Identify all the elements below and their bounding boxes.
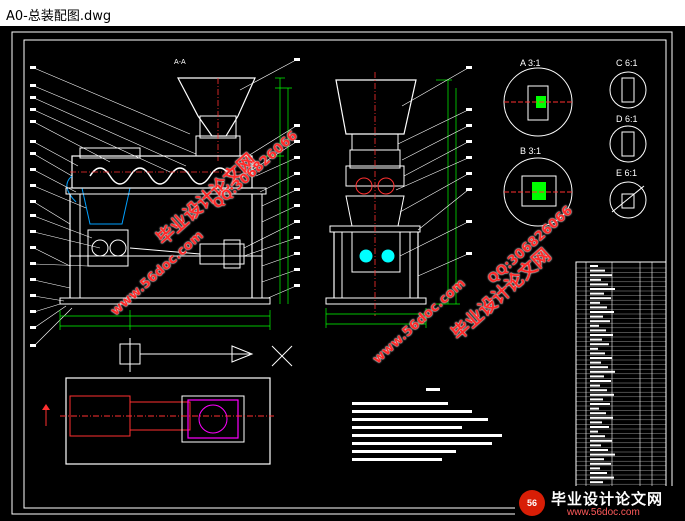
- table-row-text: [590, 315, 603, 318]
- window-title: A0-总装配图.dwg: [6, 9, 112, 24]
- table-row-text: [590, 476, 614, 479]
- table-row-text: [590, 435, 605, 438]
- detail-a-label: A 3:1: [520, 58, 541, 68]
- table-row-text: [590, 393, 614, 396]
- table-row-text: [590, 283, 608, 286]
- table-row-text: [590, 338, 602, 341]
- front-view[interactable]: [30, 58, 300, 347]
- table-row-text: [590, 347, 598, 350]
- parts-list: [575, 261, 667, 505]
- brand-url: www.56doc.com: [567, 507, 640, 518]
- technical-notes: [352, 388, 502, 461]
- section-marker: A-A: [174, 59, 186, 66]
- cad-drawing[interactable]: A-A: [0, 26, 685, 521]
- table-row-text: [590, 288, 615, 290]
- detail-b-label: B 3:1: [520, 146, 541, 156]
- table-row-text: [590, 370, 615, 373]
- detail-b[interactable]: B 3:1: [503, 146, 573, 227]
- table-row-text: [590, 306, 607, 309]
- table-row-text: [590, 439, 612, 442]
- table-row-text: [590, 430, 598, 433]
- table-row-text: [590, 380, 611, 382]
- outer-frame: [11, 31, 673, 515]
- brand-name: 毕业设计论文网: [551, 490, 664, 508]
- brand-logo: 56: [519, 490, 545, 516]
- table-row-text: [590, 334, 613, 336]
- table-row-text: [590, 274, 612, 277]
- table-row-text: [590, 462, 611, 465]
- table-row-text: [590, 444, 601, 447]
- table-row-text: [590, 265, 598, 267]
- detail-d[interactable]: D 6:1: [609, 114, 647, 163]
- table-row-text: [590, 481, 603, 484]
- bottom-brand: 56 毕业设计论文网 www.56doc.com: [515, 486, 683, 520]
- table-row-text: [590, 366, 608, 369]
- table-row-text: [590, 278, 601, 281]
- table-row-text: [590, 416, 613, 419]
- table-row-text: [590, 426, 609, 428]
- table-row-text: [590, 403, 610, 405]
- window-titlebar: A0-总装配图.dwg: [0, 0, 685, 27]
- detail-e[interactable]: E 6:1: [609, 168, 647, 219]
- side-view[interactable]: [325, 66, 472, 328]
- drawing-canvas[interactable]: A-A: [0, 26, 685, 521]
- detail-a[interactable]: A 3:1: [503, 58, 573, 137]
- table-row-text: [590, 357, 612, 359]
- detail-e-label: E 6:1: [616, 168, 637, 178]
- detail-d-label: D 6:1: [616, 114, 638, 124]
- detail-c-label: C 6:1: [616, 58, 638, 68]
- table-row-text: [590, 375, 604, 378]
- table-row-text: [590, 343, 609, 346]
- table-row-text: [590, 389, 607, 392]
- table-row-text: [590, 407, 599, 410]
- table-row-text: [590, 329, 606, 332]
- table-row-text: [590, 320, 610, 323]
- table-row-text: [590, 301, 600, 304]
- table-row-text: [590, 467, 600, 470]
- table-row-text: [590, 449, 608, 451]
- table-row-text: [590, 412, 606, 415]
- table-row-text: [590, 398, 603, 401]
- table-row-text: [590, 361, 601, 364]
- table-row-text: [590, 472, 607, 474]
- table-row-text: [590, 384, 600, 387]
- table-row-text: [590, 311, 614, 313]
- plan-view[interactable]: [42, 338, 293, 465]
- table-row-text: [590, 458, 604, 461]
- detail-c[interactable]: C 6:1: [609, 58, 647, 109]
- table-row-text: [590, 292, 604, 295]
- inner-frame: [23, 39, 667, 509]
- table-row-text: [590, 421, 602, 424]
- table-row-text: [590, 324, 599, 327]
- table-row-text: [590, 352, 605, 355]
- table-row-text: [590, 453, 615, 456]
- table-row-text: [590, 297, 611, 300]
- table-row-text: [590, 269, 605, 272]
